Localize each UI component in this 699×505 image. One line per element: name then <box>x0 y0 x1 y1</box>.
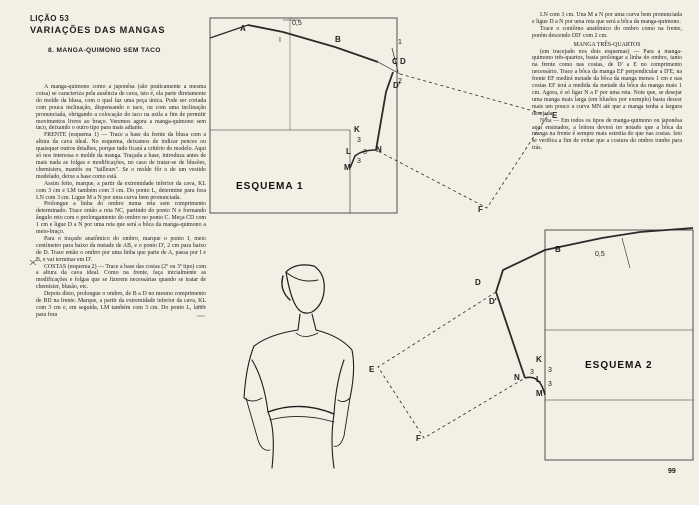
measure-label: 2 <box>398 78 402 85</box>
point-label: N <box>514 373 520 382</box>
paragraph: (em tracejado nos dois esquemas) — Para … <box>532 48 682 117</box>
point-label: M <box>536 389 543 398</box>
text-column-right: LN com 3 cm. Una M a N por uma curva bem… <box>532 12 682 152</box>
measure-label: 3 <box>357 137 361 144</box>
point-label: K <box>536 355 542 364</box>
point-label: D' <box>489 297 497 306</box>
diagram-esquema-1 <box>209 17 549 214</box>
point-label: D' <box>393 81 401 90</box>
page-number: 99 <box>668 468 676 475</box>
point-label: B <box>335 35 341 44</box>
paragraph: Prolongue a linha do ombro numa reta sem… <box>36 201 206 236</box>
shoulder-line-2 <box>544 227 694 251</box>
sleeve-mouth-1 <box>375 71 394 151</box>
measure-label: 3 <box>548 381 552 388</box>
paragraph: Trace o contôrno anatômico do ombro como… <box>532 25 682 39</box>
paragraph: LN com 3 cm. Una M a N por uma curva bem… <box>532 12 682 25</box>
three-quarter-sleeve-2 <box>377 291 526 439</box>
base-rectangle-1 <box>209 17 398 214</box>
paragraph: COSTAS (esquema 2) — Trace a base das co… <box>36 263 206 291</box>
paragraph: A manga-quimono como a japonêsa (são pra… <box>36 84 206 132</box>
paragraph: Assim feito, marque, a partir da extremi… <box>36 180 206 201</box>
underarm-curve-1 <box>349 149 377 169</box>
measure-label: 3 <box>548 367 552 374</box>
point-label: M <box>344 163 351 172</box>
shoulder-line-1 <box>247 24 379 63</box>
paragraph: Nota — Em todos os tipos de manga-quimon… <box>532 117 682 152</box>
margin-mark <box>197 305 205 317</box>
base-rectangle-2 <box>544 229 694 461</box>
measure-label: 0,5 <box>292 20 302 27</box>
diagram-esquema-2 <box>377 227 694 461</box>
margin-mark <box>29 259 37 266</box>
point-label: F <box>478 205 483 214</box>
point-label: I <box>279 37 281 44</box>
diagram-title-1: ESQUEMA 1 <box>236 181 304 192</box>
point-label: L <box>346 147 351 156</box>
point-label: C <box>392 57 398 66</box>
point-label: B <box>555 245 561 254</box>
lesson-number: LIÇÃO 53 <box>30 14 70 23</box>
sleeve-mouth-2 <box>495 291 526 379</box>
paragraph: Para o traçado anatômico do ombro, marqu… <box>36 235 206 263</box>
section-title: VARIAÇÕES DAS MANGAS <box>30 25 166 35</box>
point-label: D <box>400 57 406 66</box>
measure-label: 1 <box>398 39 402 46</box>
point-label: D <box>475 278 481 287</box>
fashion-illustration <box>243 264 355 469</box>
paragraph: Depois disto, prolongue o ombro, de B a … <box>36 291 206 318</box>
point-label: A <box>240 24 246 33</box>
point-label: E <box>369 365 375 374</box>
three-quarter-sleeve-1 <box>375 73 549 209</box>
paragraph-title: MANGA TRÊS-QUARTOS <box>573 41 641 48</box>
underarm-curve-2 <box>524 376 546 396</box>
measure-label: 0,5 <box>595 251 605 258</box>
measure-label: 3 <box>357 158 361 165</box>
paragraph: FRENTE (esquema 1) — Trace a base da fre… <box>36 132 206 180</box>
point-label: N <box>376 145 382 154</box>
point-label: L <box>536 375 541 384</box>
subsection-title: 8. MANGA-QUIMONO SEM TACO <box>48 47 161 54</box>
point-label: K <box>354 125 360 134</box>
point-label: E <box>552 111 558 120</box>
diagram-title-2: ESQUEMA 2 <box>585 360 653 371</box>
measure-label: 3 <box>530 369 534 376</box>
measure-label: 3 <box>363 149 367 156</box>
text-column-left: A manga-quimono como a japonêsa (são pra… <box>36 84 206 319</box>
shoulder-extension-2 <box>495 249 546 293</box>
point-label: F <box>416 434 421 443</box>
